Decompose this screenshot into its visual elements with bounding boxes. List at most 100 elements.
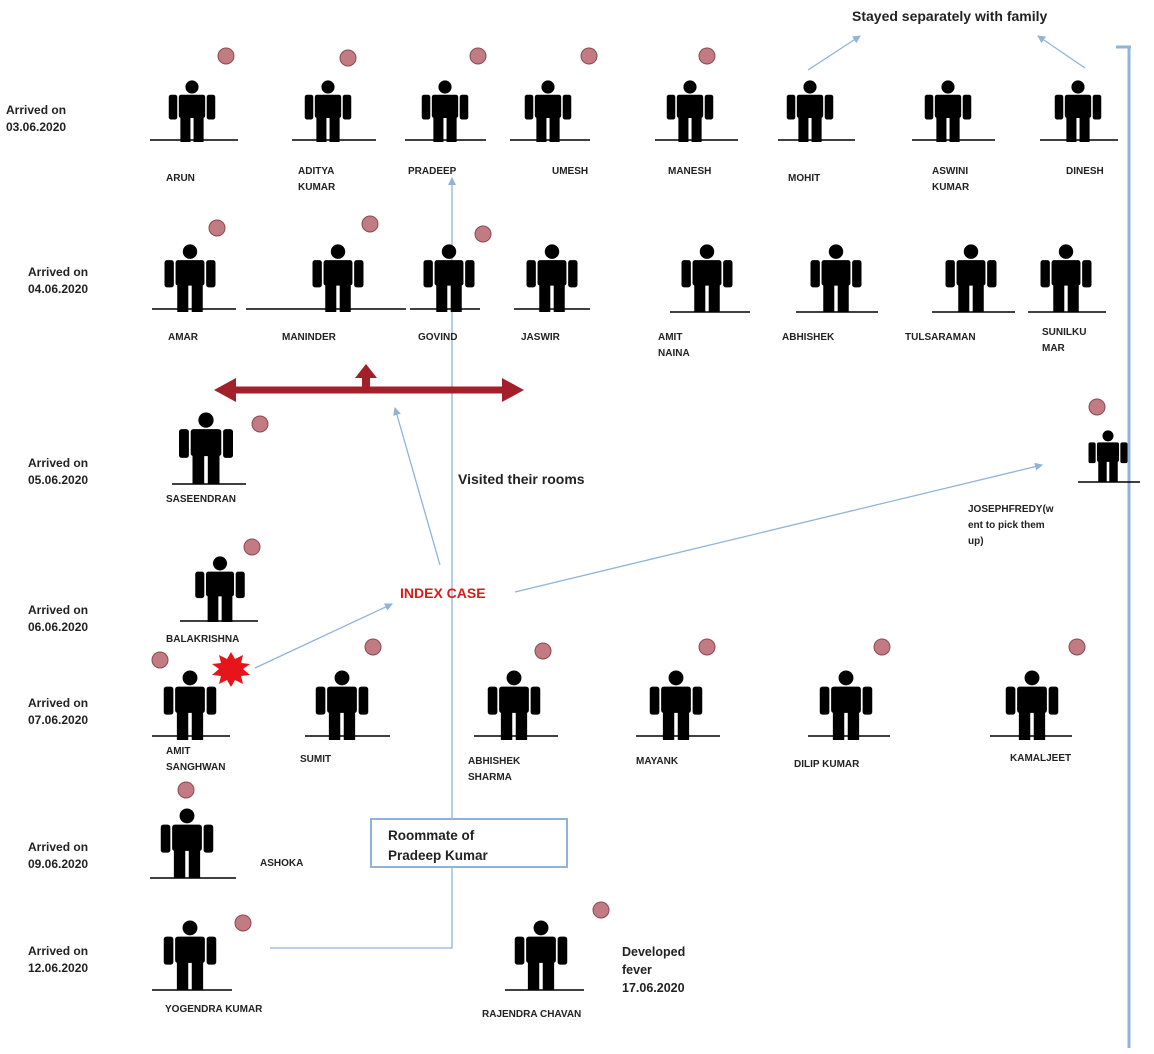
- infection-dot-icon: [339, 49, 357, 67]
- person-icon: [526, 244, 578, 312]
- row-label-3-line2: 05.06.2020: [28, 473, 89, 487]
- person-icon: [304, 80, 352, 142]
- infection-dot-icon: [698, 47, 716, 65]
- index-case-label: INDEX CASE: [400, 585, 486, 601]
- person-name-line2: KUMAR: [932, 182, 970, 193]
- arrow-amit-to-index: [254, 603, 393, 669]
- person-icon: [1005, 670, 1059, 740]
- person-icon: [179, 412, 233, 484]
- person-icon: [164, 244, 216, 312]
- person-name-line1: ABHISHEK: [468, 756, 521, 767]
- person-icon: [819, 670, 873, 740]
- row-label-2-line2: 04.06.2020: [28, 282, 89, 296]
- person-icon: [924, 80, 972, 142]
- infection-dot-icon: [151, 651, 169, 669]
- infection-dot-icon: [217, 47, 235, 65]
- person-figure: [410, 225, 492, 312]
- person-icon: [1054, 80, 1102, 142]
- person-name: MAYANK: [636, 754, 678, 770]
- row-label-7-line2: 12.06.2020: [28, 961, 89, 975]
- person-name: JASWIR: [521, 330, 560, 346]
- person-figure: [180, 538, 261, 622]
- row-label-5-line2: 07.06.2020: [28, 713, 89, 727]
- person-figure: [808, 638, 891, 740]
- person-name: BALAKRISHNA: [166, 632, 239, 648]
- infection-dot-icon: [873, 638, 891, 656]
- person-name: KAMALJEET: [1010, 751, 1071, 767]
- person-icon: [514, 920, 568, 990]
- infection-dot-icon: [580, 47, 598, 65]
- person-figure: [405, 47, 487, 142]
- person-name: SUMIT: [300, 752, 331, 768]
- person-name-line2: KUMAR: [298, 182, 336, 193]
- fever-note-line2: fever: [622, 963, 652, 977]
- person-name-line1: TULSARAMAN: [905, 332, 976, 343]
- person-figure: [505, 901, 610, 991]
- person-name: DILIP KUMAR: [794, 757, 859, 773]
- person-figure: [150, 47, 238, 142]
- person-name-line1: AMAR: [168, 332, 198, 343]
- person-name-line1: ADITYA: [298, 166, 335, 177]
- person-icon: [524, 80, 572, 142]
- infection-dot-icon: [474, 225, 492, 243]
- infection-dot-icon: [592, 901, 610, 919]
- arrow-dinesh-to-family: [1037, 35, 1086, 69]
- person-name: PRADEEP: [408, 164, 456, 180]
- person-icon: [421, 80, 469, 142]
- infection-dot-icon: [698, 638, 716, 656]
- person-name: ASHOKA: [260, 856, 303, 872]
- person-name: GOVIND: [418, 330, 457, 346]
- person-name-line1: KAMALJEET: [1010, 753, 1072, 764]
- person-name-line2: ent to pick them: [968, 520, 1045, 531]
- row-label-5: Arrived on 07.06.2020: [28, 695, 88, 729]
- fever-note: Developed fever 17.06.2020: [622, 943, 685, 997]
- infection-dot-icon: [177, 781, 195, 799]
- person-icon: [168, 80, 216, 142]
- person-name-line1: UMESH: [552, 166, 589, 177]
- person-figure: [150, 781, 236, 879]
- infection-dot-icon: [534, 642, 552, 660]
- person-icon: [666, 80, 714, 142]
- person-figure: [510, 47, 598, 142]
- person-name: UMESH: [552, 164, 588, 180]
- person-name-line1: GOVIND: [418, 332, 458, 343]
- infection-dot-icon: [361, 215, 379, 233]
- person-icon: [163, 920, 217, 990]
- person-figure: [796, 244, 878, 313]
- person-figure: [151, 651, 230, 740]
- arrow-index-to-rooms: [393, 407, 441, 566]
- person-icon: [423, 244, 475, 312]
- person-figure: [514, 244, 590, 312]
- person-figure: [172, 412, 269, 485]
- person-name-line1: ARUN: [166, 173, 195, 184]
- person-icon: [1088, 430, 1128, 482]
- infection-dot-icon: [251, 415, 269, 433]
- person-figure: [152, 914, 252, 991]
- person-figure: [1040, 80, 1118, 142]
- person-figure: [778, 80, 855, 142]
- person-figure: [246, 215, 406, 312]
- row-label-6-line1: Arrived on: [28, 840, 89, 854]
- person-name-line1: JOSEPHFREDY(w: [968, 504, 1054, 515]
- infection-dot-icon: [208, 219, 226, 237]
- index-case-burst-icon: [212, 652, 250, 687]
- person-name-line2: SHARMA: [468, 772, 512, 783]
- row-label-2-line1: Arrived on: [28, 265, 89, 279]
- person-name-line1: ABHISHEK: [782, 332, 835, 343]
- row-label-5-line1: Arrived on: [28, 696, 89, 710]
- person-name: DINESH: [1066, 164, 1104, 180]
- person-name: SASEENDRAN: [166, 492, 236, 508]
- person-figure: [1028, 244, 1106, 313]
- person-name-line1: ASWINI: [932, 166, 969, 177]
- person-name-line1: AMIT: [658, 332, 683, 343]
- person-name-line1: DINESH: [1066, 166, 1104, 177]
- person-name-line1: MAYANK: [636, 756, 679, 767]
- person-icon: [160, 808, 214, 878]
- person-name-line1: ASHOKA: [260, 858, 304, 869]
